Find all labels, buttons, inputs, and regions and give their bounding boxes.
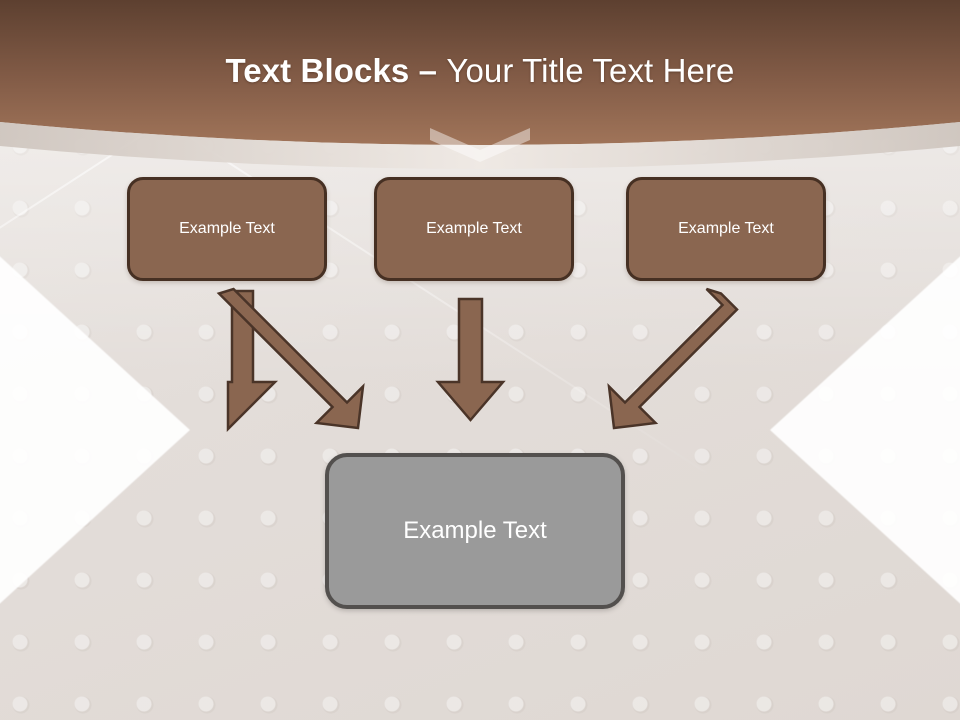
flow-node-3-label: Example Text [678,220,774,237]
flow-node-1[interactable]: Example Text [127,177,327,281]
background-fold-right [770,220,960,640]
flow-node-result[interactable]: Example Text [325,453,625,609]
background-fold-left [0,220,190,640]
header-banner-shape [0,0,960,169]
header-banner: Text Blocks – Your Title Text Here [0,0,960,175]
flow-node-1-label: Example Text [179,220,275,237]
flow-node-2[interactable]: Example Text [374,177,574,281]
page-title-strong: Text Blocks – [225,52,447,89]
page-title: Text Blocks – Your Title Text Here [0,50,960,92]
flow-node-2-label: Example Text [426,220,522,237]
flow-node-result-label: Example Text [403,517,547,544]
page-title-light: Your Title Text Here [446,52,735,89]
flow-node-3[interactable]: Example Text [626,177,826,281]
